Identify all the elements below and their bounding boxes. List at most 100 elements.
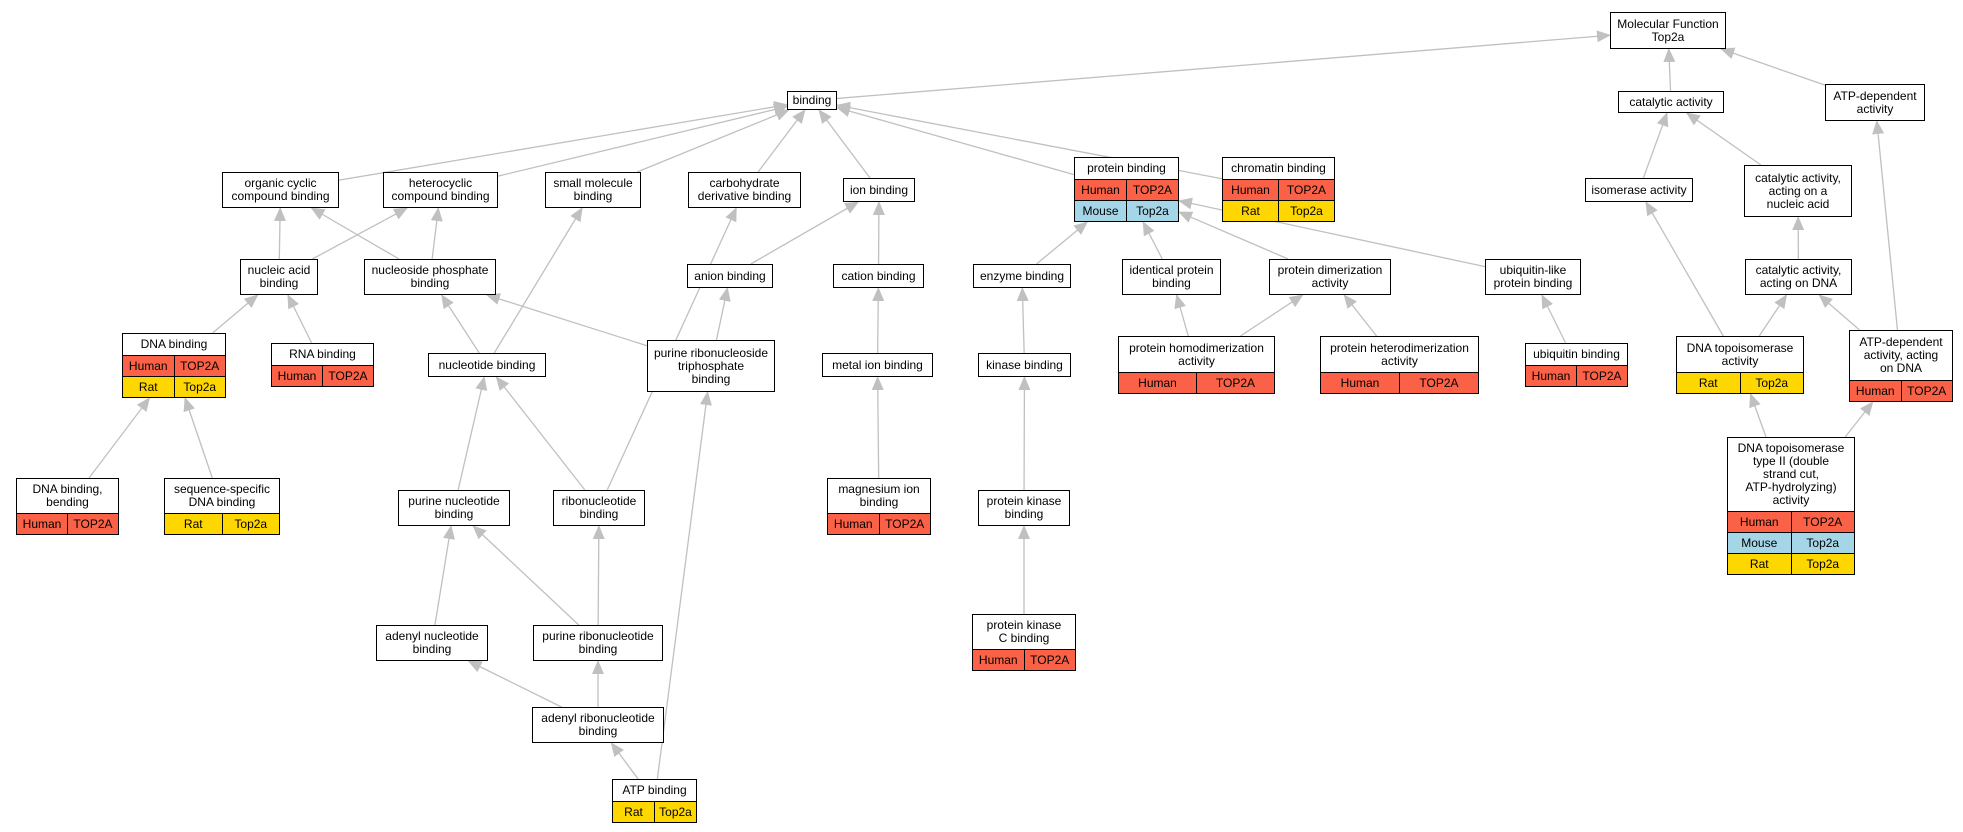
node-metal[interactable]: metal ion binding bbox=[822, 353, 933, 377]
edge-anion-to-ion bbox=[750, 201, 860, 265]
edge-ion-to-binding bbox=[818, 109, 871, 179]
node-title-line: C binding bbox=[998, 631, 1050, 645]
node-title-line: binding bbox=[410, 276, 450, 290]
node-kinase[interactable]: kinase binding bbox=[978, 353, 1071, 377]
edge-dnabend-to-dna bbox=[88, 397, 151, 479]
node-title-line: protein kinase bbox=[986, 494, 1062, 508]
species-cell: Human bbox=[277, 369, 317, 383]
node-title-line: binding bbox=[1152, 276, 1191, 290]
species-cell: Mouse bbox=[1082, 204, 1119, 218]
node-title-line: protein kinase bbox=[986, 618, 1062, 632]
node-binding[interactable]: binding bbox=[787, 91, 837, 110]
edge-seqspec-to-dna bbox=[183, 397, 213, 479]
node-enzyme[interactable]: enzyme binding bbox=[973, 264, 1071, 288]
node-cation[interactable]: cation binding bbox=[833, 264, 924, 288]
edge-magnesium-to-metal bbox=[871, 376, 884, 479]
node-catalytic[interactable]: catalytic activity bbox=[1618, 91, 1724, 113]
species-cell: Rat bbox=[1241, 204, 1260, 218]
edge-atpdna-to-catdna bbox=[1818, 294, 1860, 331]
node-title-line: DNA topoisomerase bbox=[1686, 340, 1794, 355]
node-title-line: catalytic activity, bbox=[1755, 170, 1841, 185]
node-title-line: ATP-dependent bbox=[1833, 88, 1917, 103]
species-cell: Rat bbox=[624, 805, 643, 819]
node-nucleotide[interactable]: nucleotide binding bbox=[428, 353, 546, 377]
node-title-line: on DNA bbox=[1879, 361, 1923, 375]
node-title: DNA binding bbox=[123, 334, 225, 355]
node-title-line: ubiquitin binding bbox=[1533, 347, 1620, 361]
node-title-line: binding bbox=[434, 507, 474, 521]
node-catdna[interactable]: catalytic activity,acting on DNA bbox=[1745, 259, 1852, 295]
edge-heterodimer-to-dimer bbox=[1343, 294, 1378, 337]
edge-rna-to-nucacid bbox=[287, 294, 313, 344]
node-title: catalytic activity,acting on DNA bbox=[1746, 260, 1851, 294]
edge-nucacid-to-orgcyc bbox=[273, 207, 286, 260]
gene-cell: Top2a bbox=[654, 802, 696, 822]
edge-topo2-to-atpdna bbox=[1844, 401, 1874, 438]
species-cell: Human bbox=[1081, 183, 1120, 197]
node-title-line: nucleic acid bbox=[1766, 196, 1830, 211]
edge-homodimer-to-dimer bbox=[1240, 294, 1304, 337]
node-ion[interactable]: ion binding bbox=[843, 178, 915, 202]
node-title-line: cation binding bbox=[841, 268, 916, 283]
node-title-line: bending bbox=[46, 495, 89, 509]
node-title-line: compound binding bbox=[231, 189, 330, 203]
node-title-line: identical protein bbox=[1129, 263, 1214, 277]
node-title-line: isomerase activity bbox=[1591, 182, 1687, 197]
edge-dnatopo-to-catdna bbox=[1758, 294, 1788, 337]
node-title-line: RNA binding bbox=[289, 347, 356, 361]
gene-cell: Top2a bbox=[221, 514, 280, 534]
node-title-line: kinase binding bbox=[986, 357, 1063, 372]
node-title-line: binding bbox=[579, 507, 619, 521]
node-isomerase[interactable]: isomerase activity bbox=[1585, 178, 1693, 202]
gene-cell: Top2a bbox=[1739, 373, 1804, 393]
node-anion[interactable]: anion binding bbox=[687, 264, 773, 288]
edge-ubiq-to-ubiqlike bbox=[1541, 294, 1567, 344]
edge-smallmol-to-binding bbox=[636, 109, 790, 173]
